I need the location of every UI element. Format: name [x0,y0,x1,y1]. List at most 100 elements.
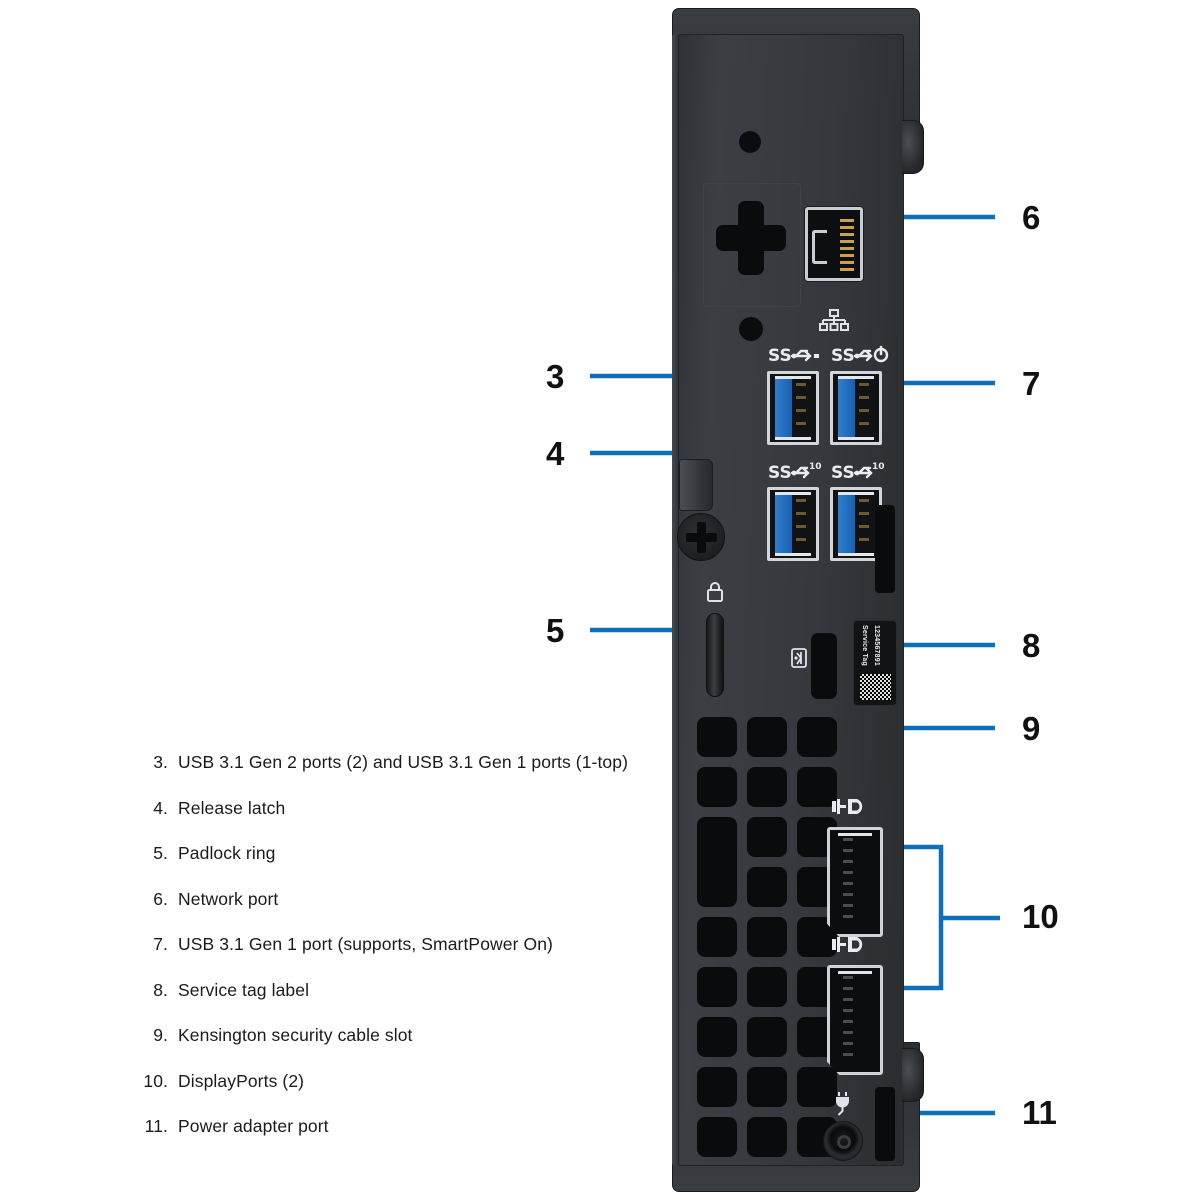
displayport-bracket [868,844,1000,991]
vent-hole [747,817,787,857]
usb-smartpower-icon: SS [831,345,889,365]
usb-ledge [775,553,811,556]
rj45-pins [840,219,854,275]
legend-item-label: USB 3.1 Gen 2 ports (2) and USB 3.1 Gen … [178,752,629,772]
usb-ledge [775,437,811,440]
power-plug-icon [836,1092,849,1116]
usb-contacts [796,499,806,549]
service-tag-label: Service Tag 1234567891 [853,620,897,706]
callout-11: 11 [1022,1094,1057,1131]
usb-superspeed-10gbps-icon: SS 10 [831,462,885,482]
padlock-ring[interactable] [706,613,724,697]
release-latch[interactable] [679,459,713,511]
vent-hole [747,867,787,907]
chassis-left-edge [672,34,680,1166]
usb-ledge [775,492,811,495]
rj45-latch-cutout [812,230,827,264]
callout-9: 9 [1022,710,1041,747]
service-tag-value: 1234567891 [873,625,880,666]
usb-ledge [838,553,874,556]
dp-contacts [843,838,853,926]
legend-item: 11.Power adapter port [130,1116,690,1137]
legend-item: 5.Padlock ring [130,843,690,864]
power-adapter-port[interactable] [823,1121,863,1161]
callout-7: 7 [1022,365,1041,402]
legend-item-number: 5. [153,843,168,863]
displayport-icon [832,937,863,952]
vent-hole [797,1067,837,1107]
dp-contacts [843,976,853,1064]
vent-hole [797,767,837,807]
legend-item-number: 6. [153,888,168,909]
legend-item: 8.Service tag label [130,980,690,1001]
usb-port-3.1-gen1-smartpower[interactable] [830,371,882,445]
usb-contacts [859,499,869,549]
usb-contacts [796,383,806,433]
usb-contacts [859,383,869,433]
chassis-rear-face: SS SS [677,34,904,1166]
callout-5: 5 [546,612,565,649]
legend-list: 3.USB 3.1 Gen 2 ports (2) and USB 3.1 Ge… [130,752,690,1162]
displayport-1[interactable] [827,827,883,937]
padlock-icon [707,582,723,602]
usb-tongue [838,379,855,437]
legend-item-label: Kensington security cable slot [178,1025,413,1045]
usb-superspeed-icon: SS [768,346,819,365]
legend-item: 3.USB 3.1 Gen 2 ports (2) and USB 3.1 Ge… [130,752,690,773]
usb-tongue [775,495,792,553]
usb-ledge [838,437,874,440]
vent-hole [697,1017,737,1057]
displayport-2[interactable] [827,965,883,1075]
kensington-lock-icon [791,648,807,668]
vent-hole [697,717,737,757]
legend-item-number: 4. [153,797,168,818]
usb-ledge [838,376,874,379]
vent-hole [697,767,737,807]
legend-item: 6.Network port [130,889,690,910]
computer-chassis-rear-view: SS SS [672,8,924,1192]
legend-item-label: DisplayPorts (2) [178,1070,305,1091]
vent-hole [697,967,737,1007]
vent-hole [747,767,787,807]
legend-item-label: Power adapter port [178,1116,329,1136]
callout-8: 8 [1022,627,1041,664]
usb-tongue [838,495,855,553]
legend-item-number: 9. [153,1025,168,1045]
thumbscrew[interactable] [677,513,725,561]
legend-item-label: Service tag label [178,979,310,1000]
callout-4: 4 [546,435,565,472]
callout-3: 3 [546,358,565,395]
antenna-knockout-outline [703,183,801,307]
svg-text:SS: SS [831,463,855,482]
kensington-security-cable-slot[interactable] [811,633,837,699]
ventilation-grid [697,717,839,1157]
service-tag-qr-code [860,674,891,700]
rubber-foot-top [902,120,924,174]
antenna-cross-cutout [716,201,786,275]
svg-text:10: 10 [809,462,822,472]
usb-tongue [775,379,792,437]
vent-hole [747,917,787,957]
dp-ledge [838,833,872,836]
usb-ledge [775,376,811,379]
vent-hole [697,817,737,907]
usb-port-3.1-gen1-top-left[interactable] [767,371,819,445]
legend-item-label: Release latch [178,797,286,818]
usb-port-3.1-gen2-bottom-left[interactable] [767,487,819,561]
legend-item: 7.USB 3.1 Gen 1 port (supports, SmartPow… [130,934,690,955]
legend-item-number: 10. [143,1070,168,1091]
vent-hole [697,1117,737,1157]
dp-ledge [838,971,872,974]
svg-text:SS: SS [768,463,792,482]
svg-text:SS: SS [831,346,855,365]
usb-superspeed-10gbps-icon: SS 10 [768,462,822,482]
vent-hole [747,967,787,1007]
legend-item: 9. Kensington security cable slot [130,1025,690,1046]
vent-hole [697,1067,737,1107]
rubber-foot-bottom [902,1048,924,1102]
usb-ledge [838,492,874,495]
legend-item: 4. Release latch [130,798,690,819]
vent-slot [875,505,895,593]
vent-hole [697,917,737,957]
network-port[interactable] [805,207,863,281]
